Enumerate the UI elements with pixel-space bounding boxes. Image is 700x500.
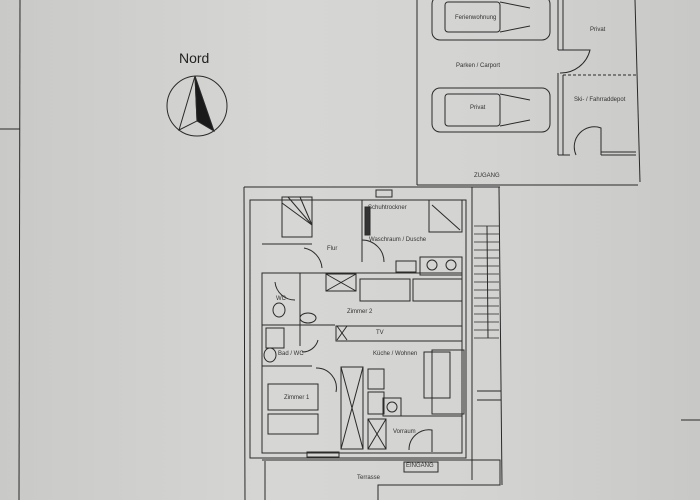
private-room-label: Privat bbox=[590, 27, 606, 33]
access-label: ZUGANG bbox=[474, 173, 500, 179]
room-dryer-label: Schuhtrockner bbox=[368, 205, 407, 211]
room-hall-label: Flur bbox=[327, 246, 338, 252]
room-kitchen-label: Küche / Wohnen bbox=[373, 351, 418, 357]
car-bottom bbox=[431, 87, 551, 133]
car-label-top: Ferienwohnung bbox=[455, 15, 497, 21]
room-vestibule-label: Vorraum bbox=[393, 429, 416, 435]
room-bath-label: Bad / WC bbox=[278, 351, 304, 357]
ski-room-label: Ski- / Fahrraddepot bbox=[574, 97, 626, 103]
car-top bbox=[431, 0, 551, 41]
room-laundry-label: Waschraum / Dusche bbox=[369, 237, 427, 243]
entrance-label: EINGANG bbox=[406, 463, 434, 469]
room-wc-label: WC bbox=[276, 296, 286, 302]
compass-label: Nord bbox=[179, 50, 210, 66]
terrace-label: Terrasse bbox=[357, 475, 381, 481]
tv-label: TV bbox=[376, 330, 384, 336]
carport-label: Parken / Carport bbox=[456, 63, 501, 69]
room-2-label: Zimmer 2 bbox=[347, 309, 373, 315]
room-1-label: Zimmer 1 bbox=[284, 395, 310, 401]
car-label-bottom: Privat bbox=[470, 105, 486, 111]
